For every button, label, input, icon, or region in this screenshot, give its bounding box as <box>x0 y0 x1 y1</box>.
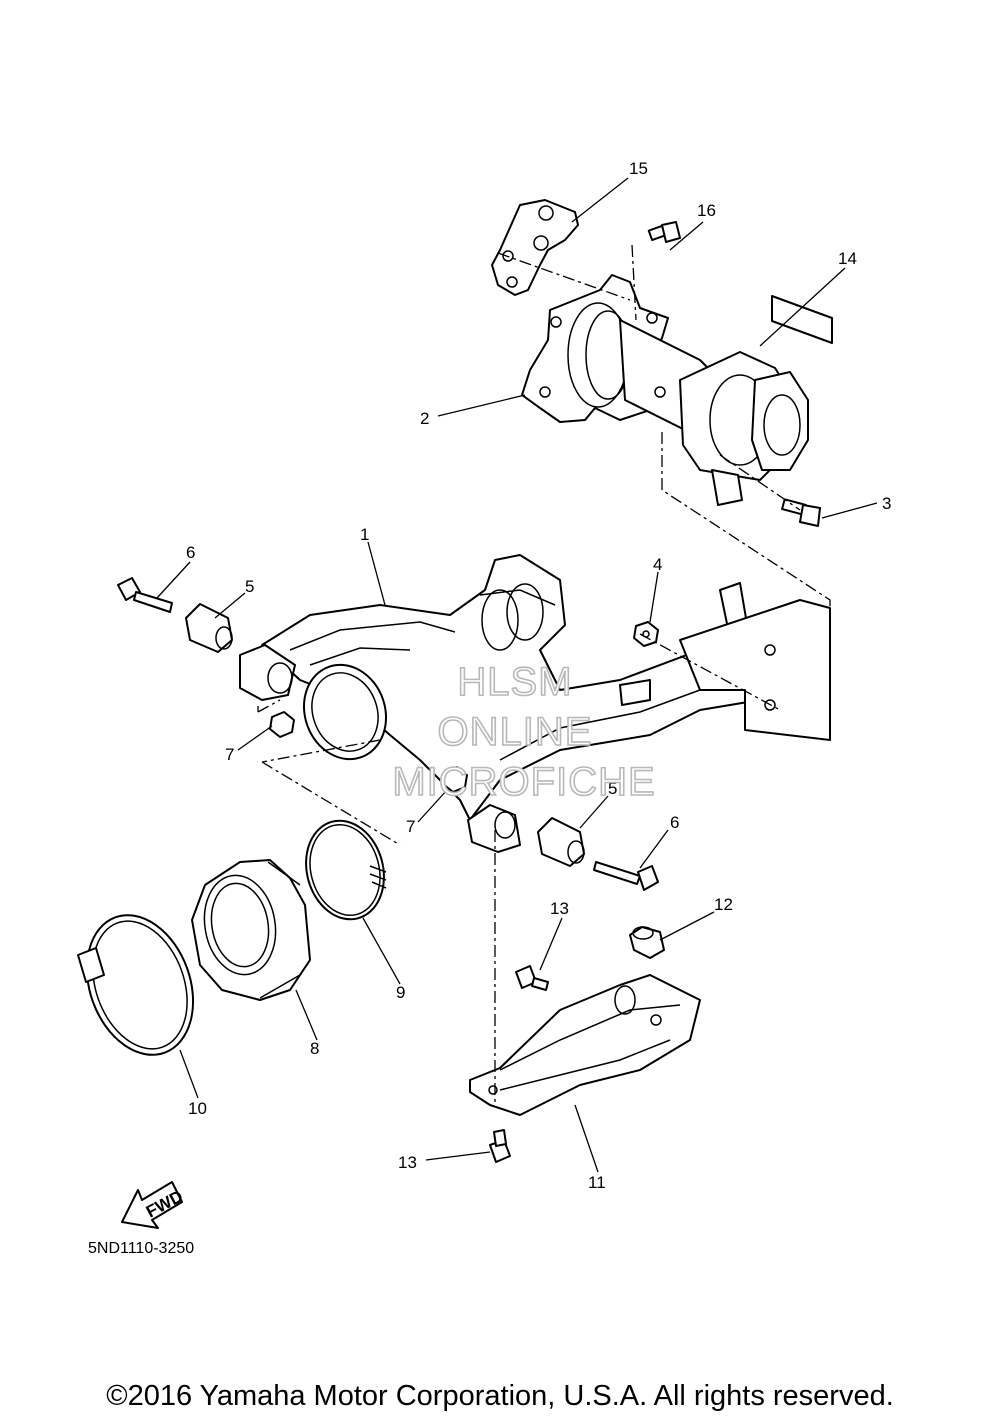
part-2-axle-housing <box>521 274 809 506</box>
callout-13-upper: 13 <box>550 899 569 918</box>
part-8-boot <box>191 859 311 1001</box>
leader-lines <box>156 177 878 1173</box>
watermark-line-3: MICROFICHE <box>392 760 655 804</box>
callout-11: 11 <box>588 1173 606 1192</box>
part-15-bracket <box>491 199 579 296</box>
copyright-notice: ©2016 Yamaha Motor Corporation, U.S.A. A… <box>106 1380 894 1412</box>
part-6-bolt-lower <box>593 861 659 891</box>
callout-7-lower: 7 <box>406 817 415 836</box>
part-12-damper <box>629 926 665 959</box>
part-1-swing-arm <box>239 554 831 853</box>
swing-arm-seal-ring <box>302 663 388 761</box>
part-13-bolt-lower <box>489 1129 511 1163</box>
assembly-lines <box>257 244 831 1105</box>
callout-1: 1 <box>360 525 369 544</box>
callout-10: 10 <box>188 1099 207 1118</box>
part-11-skid-plate <box>469 974 701 1116</box>
callout-5-lower: 5 <box>608 779 617 798</box>
callout-16: 16 <box>697 201 716 220</box>
callout-8: 8 <box>310 1039 319 1058</box>
callout-6-upper: 6 <box>186 543 195 562</box>
diagram-code: 5ND1110-3250 <box>88 1240 195 1257</box>
callout-13-lower: 13 <box>398 1153 417 1172</box>
watermark-line-1: HLSM <box>457 660 572 704</box>
fwd-arrow-icon: FWD <box>121 1181 186 1229</box>
callout-4: 4 <box>653 555 662 574</box>
callout-numbers: 15 16 14 2 3 1 6 5 4 7 7 5 6 13 12 9 8 1… <box>186 159 891 1192</box>
callout-12: 12 <box>714 895 733 914</box>
watermark: HLSM ONLINE MICROFICHE <box>392 659 656 805</box>
callout-15: 15 <box>629 159 648 178</box>
callout-3: 3 <box>882 494 891 513</box>
callout-7-upper: 7 <box>225 745 234 764</box>
callout-6-lower: 6 <box>670 813 679 832</box>
callout-5-upper: 5 <box>245 577 254 596</box>
part-7-nut-upper <box>269 711 295 738</box>
part-5-bushing-upper <box>185 603 233 653</box>
watermark-line-2: ONLINE <box>438 710 593 754</box>
part-13-bolt-upper <box>515 965 549 991</box>
part-7-nut-lower <box>442 766 468 793</box>
part-10-clamp <box>77 914 195 1056</box>
callout-14: 14 <box>838 249 857 268</box>
part-16-bolt <box>647 221 681 243</box>
callout-9: 9 <box>396 983 405 1002</box>
part-3-bolt <box>781 498 821 527</box>
part-9-ring <box>305 819 387 921</box>
callout-2: 2 <box>420 409 429 428</box>
part-5-bushing-lower <box>537 817 585 867</box>
part-14-label <box>771 295 833 344</box>
part-6-bolt-upper <box>117 577 173 613</box>
